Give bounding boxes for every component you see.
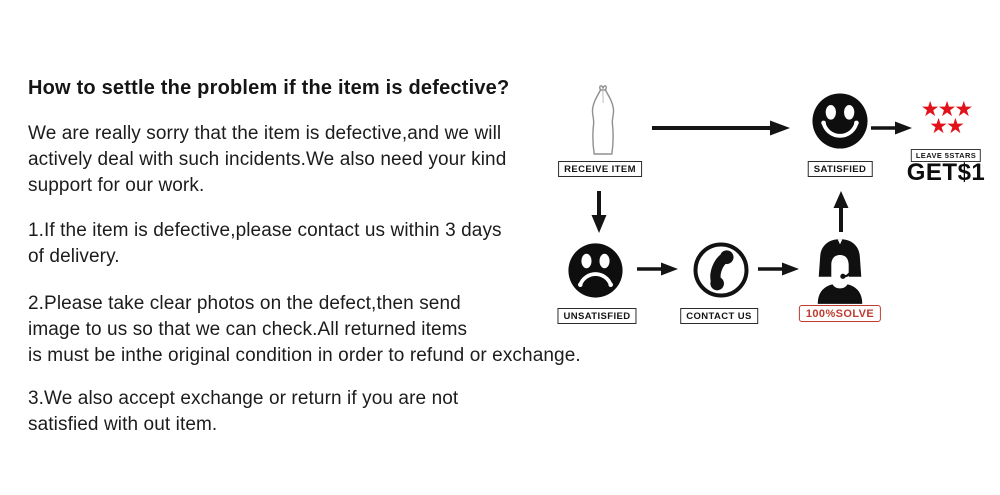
arrow-right-icon [650, 118, 792, 138]
arrow-up-icon [830, 190, 852, 234]
arrow-down-icon [588, 189, 610, 235]
policy-point-2: 2.Please take clear photos on the defect… [28, 293, 581, 366]
intro-paragraph: We are really sorry that the item is def… [28, 123, 507, 196]
arrow-right-icon [635, 259, 679, 279]
page-title: How to settle the problem if the item is… [28, 77, 510, 99]
policy-point-1: 1.If the item is defective,please contac… [28, 220, 502, 267]
leave-stars-label: LEAVE 5STARS [910, 149, 982, 162]
satisfied-label: SATISFIED [807, 161, 873, 177]
sad-face-icon [567, 242, 624, 299]
contact-us-label: CONTACT US [680, 308, 758, 324]
customer-service-icon [811, 236, 869, 304]
policy-point-3: 3.We also accept exchange or return if y… [28, 388, 459, 435]
five-stars-icon: ★★★ ★★ [920, 98, 974, 138]
solve-label: 100%SOLVE [798, 305, 882, 322]
stars-row-top: ★★★ [920, 98, 974, 121]
reward-text: GET$1 [906, 159, 986, 186]
receive-item-label: RECEIVE ITEM [558, 161, 642, 177]
arrow-right-icon [869, 118, 913, 138]
arrow-right-icon [756, 259, 800, 279]
dress-icon [585, 82, 621, 160]
phone-icon [691, 240, 751, 300]
stars-row-bottom: ★★ [929, 115, 965, 138]
unsatisfied-label: UNSATISFIED [557, 308, 637, 324]
happy-face-icon [811, 92, 869, 150]
